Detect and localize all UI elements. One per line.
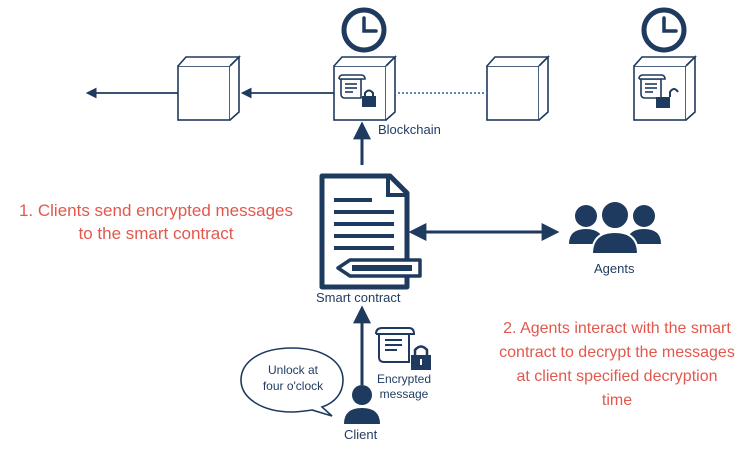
smart-contract-label: Smart contract xyxy=(316,290,401,305)
speech-bubble-text: Unlock at four o'clock xyxy=(250,362,336,394)
step1-line2: to the smart contract xyxy=(78,224,234,243)
step1-caption: 1. Clients send encrypted messages to th… xyxy=(2,199,310,245)
agents-icon xyxy=(569,200,661,255)
encrypted-message-label: Encrypted message xyxy=(377,372,431,402)
step2-line2: contract to decrypt the messages xyxy=(499,344,735,361)
block-far-left xyxy=(177,55,241,121)
scroll-unlocked-icon xyxy=(638,74,679,108)
encrypted-message-label-line1: Encrypted xyxy=(377,372,432,386)
step2-caption: 2. Agents interact with the smart contra… xyxy=(478,317,754,413)
smart-contract-icon xyxy=(319,173,422,290)
block-future-empty xyxy=(486,55,550,121)
client-icon xyxy=(344,385,380,424)
speech-bubble xyxy=(240,347,344,417)
step2-line1: 2. Agents interact with the smart xyxy=(503,320,731,337)
agents-label: Agents xyxy=(594,261,635,276)
speech-bubble-line2: four o'clock xyxy=(262,379,324,393)
speech-bubble-line1: Unlock at xyxy=(267,363,319,377)
encrypted-message-icon xyxy=(375,327,431,370)
step1-line1: 1. Clients send encrypted messages xyxy=(18,201,294,220)
step2-line3: at client specified decryption xyxy=(516,368,718,385)
clock-icon-right xyxy=(641,7,687,53)
step2-line4: time xyxy=(601,392,633,409)
clock-icon-left xyxy=(341,7,387,53)
scroll-locked-icon xyxy=(338,74,376,107)
encrypted-message-label-line2: message xyxy=(379,387,429,401)
blockchain-label: Blockchain xyxy=(378,122,441,137)
client-label: Client xyxy=(344,427,378,442)
